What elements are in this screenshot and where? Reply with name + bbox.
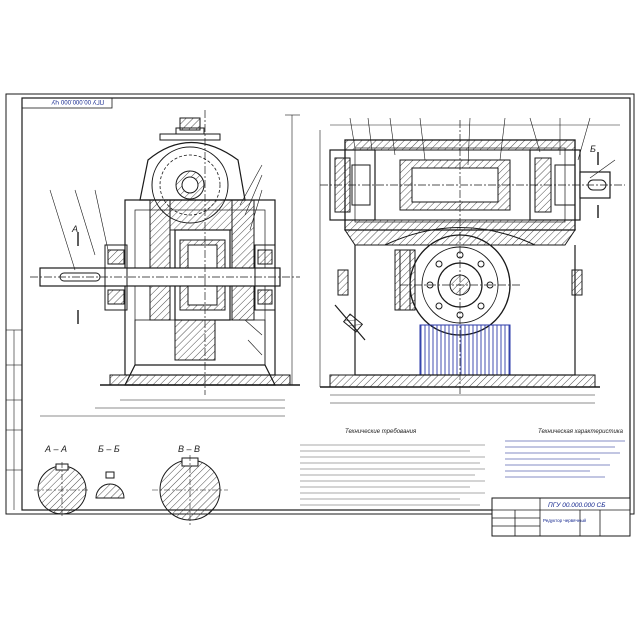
left-section-view [30, 110, 300, 417]
title-block [491, 497, 631, 537]
section-a-a [34, 462, 90, 518]
top-left-stamp: ПГУ 00.000.000 ЧУ [21, 97, 113, 109]
right-section-view [319, 117, 625, 404]
sheet-border [5, 93, 635, 515]
view-label-b-top: Б [590, 144, 596, 154]
view-label-a: А [71, 224, 78, 234]
section-label-b-b: Б – Б [98, 444, 120, 454]
section-b-b [95, 471, 125, 499]
tech-characteristics-title: Техническая характеристика [538, 429, 624, 435]
title-block-name: Редуктор червячный [543, 517, 587, 523]
tech-requirements-lines [300, 444, 485, 506]
tech-requirements-title: Технические требования [345, 429, 417, 435]
section-label-v-v: В – В [178, 444, 200, 454]
title-block-code: ПГУ 00.000.000 СБ [548, 502, 605, 509]
drawing-frame [21, 97, 631, 511]
left-margin-strip [6, 329, 22, 510]
section-v-v [152, 455, 228, 525]
section-label-a-a: А – А [44, 444, 67, 454]
top-left-stamp-text: ПГУ 00.000.000 ЧУ [51, 98, 104, 104]
tech-characteristics-lines [505, 440, 625, 478]
